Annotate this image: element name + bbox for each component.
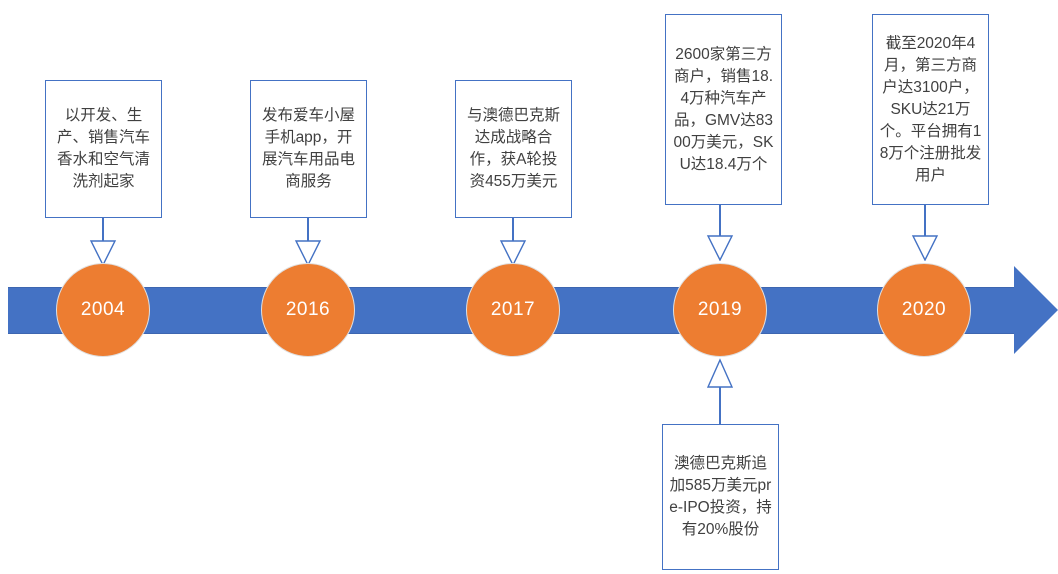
connector-2016 bbox=[294, 218, 322, 268]
arrow-down-icon bbox=[294, 240, 322, 266]
milestone-note-2004: 以开发、生产、销售汽车香水和空气清洗剂起家 bbox=[45, 80, 162, 218]
milestone-note-2017: 与澳德巴克斯达成战略合作，获A轮投资455万美元 bbox=[455, 80, 572, 218]
timeline-node-2019[interactable]: 2019 bbox=[673, 263, 767, 357]
arrow-up-icon bbox=[706, 358, 734, 388]
timeline-node-label: 2004 bbox=[80, 299, 126, 320]
connector-2017 bbox=[499, 218, 527, 268]
timeline-node-2004[interactable]: 2004 bbox=[56, 263, 150, 357]
milestone-note-2019-below: 澳德巴克斯追加585万美元pre-IPO投资，持有20%股份 bbox=[662, 424, 779, 570]
milestone-note-text: 2600家第三方商户，销售18.4万种汽车产品，GMV达8300万美元，SKU达… bbox=[673, 45, 774, 173]
milestone-note-2016: 发布爱车小屋手机app，开展汽车用品电商服务 bbox=[250, 80, 367, 218]
timeline-node-label: 2016 bbox=[285, 299, 331, 320]
connector-2019-bottom bbox=[706, 358, 734, 426]
connector-2004 bbox=[89, 218, 117, 268]
timeline-node-label: 2020 bbox=[901, 299, 947, 320]
timeline-node-label: 2019 bbox=[697, 299, 743, 320]
milestone-note-text: 以开发、生产、销售汽车香水和空气清洗剂起家 bbox=[56, 107, 150, 190]
connector-2019-top bbox=[706, 205, 734, 265]
timeline-node-2020[interactable]: 2020 bbox=[877, 263, 971, 357]
connector-2020 bbox=[911, 205, 939, 265]
milestone-note-2019: 2600家第三方商户，销售18.4万种汽车产品，GMV达8300万美元，SKU达… bbox=[665, 14, 782, 205]
timeline-node-label: 2017 bbox=[490, 299, 536, 320]
milestone-note-text: 发布爱车小屋手机app，开展汽车用品电商服务 bbox=[261, 107, 355, 190]
arrow-down-icon bbox=[706, 235, 734, 261]
timeline-node-2016[interactable]: 2016 bbox=[261, 263, 355, 357]
timeline-node-2017[interactable]: 2017 bbox=[466, 263, 560, 357]
milestone-note-text: 截至2020年4月，第三方商户达3100户，SKU达21万个。平台拥有18万个注… bbox=[879, 34, 982, 184]
milestone-note-text: 澳德巴克斯追加585万美元pre-IPO投资，持有20%股份 bbox=[669, 455, 772, 538]
arrow-down-icon bbox=[89, 240, 117, 266]
milestone-note-text: 与澳德巴克斯达成战略合作，获A轮投资455万美元 bbox=[466, 107, 560, 190]
milestone-note-2020: 截至2020年4月，第三方商户达3100户，SKU达21万个。平台拥有18万个注… bbox=[872, 14, 989, 205]
arrow-down-icon bbox=[911, 235, 939, 261]
timeline-arrow-head-icon bbox=[1014, 266, 1058, 354]
arrow-down-icon bbox=[499, 240, 527, 266]
